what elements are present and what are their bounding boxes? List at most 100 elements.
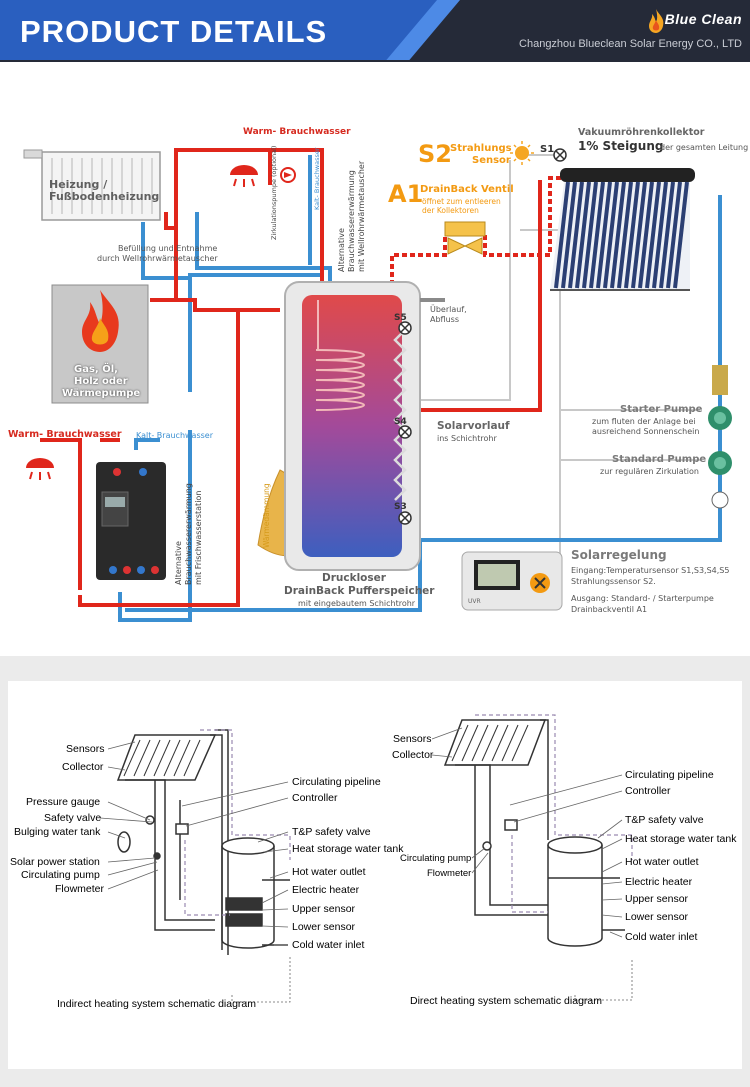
standard-pump-desc: zur regulären Zirkulation xyxy=(600,467,699,476)
fresh-water-station-icon xyxy=(96,462,166,580)
sensor-s5-icon xyxy=(398,321,412,335)
heizung-label-2: Fußbodenheizung xyxy=(49,190,160,203)
s2-label-2: Sensor xyxy=(472,155,511,166)
ind-label-collector: Collector xyxy=(62,761,104,773)
page-title: PRODUCT DETAILS xyxy=(20,14,328,49)
warm-water-top-label: Warm- Brauchwasser xyxy=(243,127,351,137)
drainback-tank-icon xyxy=(284,281,445,571)
dir-label-controller: Controller xyxy=(625,785,671,797)
ind-label-circ-pump: Circulating pump xyxy=(21,869,100,881)
flame-logo-icon xyxy=(649,9,664,33)
ind-label-upper-sensor: Upper sensor xyxy=(292,903,356,915)
ind-label-sensors: Sensors xyxy=(66,743,105,755)
ind-label-cold-inlet: Cold water inlet xyxy=(292,939,365,951)
kalt-top-label: Kalt- Brauchwasser xyxy=(313,147,321,210)
a1-desc-1: öffnet zum entleeren xyxy=(422,197,501,206)
s4-label: S4 xyxy=(394,417,407,427)
boiler-label-1: Gas, Öl, xyxy=(74,364,118,375)
collector-slope-note: der gesamten Leitung xyxy=(660,143,749,152)
drainback-system-diagram xyxy=(23,141,732,622)
s1-label: S1 xyxy=(540,144,555,155)
alt-frisch-label-3: mit Frischwasserstation xyxy=(194,490,203,585)
dir-label-hot-outlet: Hot water outlet xyxy=(625,856,699,868)
befuellung-label-2: durch Wellrohrwärmetauscher xyxy=(97,254,218,263)
solarregelung-title: Solarregelung xyxy=(571,548,667,562)
eingang-line-2: Strahlungssensor S2. xyxy=(571,577,656,586)
solar-controller-icon xyxy=(461,551,563,611)
ind-label-pressure-gauge: Pressure gauge xyxy=(26,796,101,808)
uvr-label: UVR xyxy=(468,598,481,605)
dir-label-lower-sensor: Lower sensor xyxy=(625,911,689,923)
dir-label-circ-pump: Circulating pump xyxy=(400,853,472,864)
sensor-s1-icon xyxy=(553,148,567,162)
collector-title: Vakuumröhrenkollektor xyxy=(578,127,705,138)
tank-title-1: Druckloser xyxy=(322,572,386,584)
indirect-caption: Indirect heating system schematic diagra… xyxy=(57,998,257,1010)
company-name: Changzhou Blueclean Solar Energy CO., LT… xyxy=(519,38,742,50)
tank-subtitle: mit eingebautem Schichtrohr xyxy=(298,599,416,608)
standard-pump-title: Standard Pumpe xyxy=(612,454,707,465)
sensor-s3-icon xyxy=(398,511,412,525)
schematic-drawings xyxy=(99,714,633,1003)
tank-title-2: DrainBack Pufferspeicher xyxy=(284,585,435,597)
a1-title: DrainBack Ventil xyxy=(420,184,514,195)
vacuum-tube-collector-icon xyxy=(550,168,695,291)
ueberlauf-label-2: Abfluss xyxy=(430,315,459,324)
eingang-line-1: Eingang:Temperatursensor S1,S3,S4,S5 xyxy=(571,566,730,575)
dir-label-flowmeter: Flowmeter xyxy=(427,868,472,879)
shower-top-icon xyxy=(230,165,258,187)
ausgang-line-2: Drainbackventil A1 xyxy=(571,605,648,614)
ausgang-line-1: Ausgang: Standard- / Starterpumpe xyxy=(571,594,714,603)
dir-label-circ-pipeline: Circulating pipeline xyxy=(625,769,714,781)
radiation-sensor-icon xyxy=(510,141,534,165)
starter-pump-desc-1: zum fluten der Anlage bei xyxy=(592,417,696,426)
ind-label-bulging-tank: Bulging water tank xyxy=(14,826,101,838)
drainback-valve-icon xyxy=(444,221,486,255)
boiler-label-3: Wärmepumpe xyxy=(62,388,141,399)
starter-pump-desc-2: ausreichend Sonnenschein xyxy=(592,427,700,436)
waermedaemmung-label: Wärmedämmung xyxy=(262,483,271,548)
ind-label-circ-pipeline: Circulating pipeline xyxy=(292,776,381,788)
shower-left-icon xyxy=(26,458,54,480)
schichtrohr-label: ins Schichtrohr xyxy=(437,434,497,443)
dir-label-cold-inlet: Cold water inlet xyxy=(625,931,698,943)
s2-label-1: Strahlungs xyxy=(450,143,512,154)
zirkulation-label: Zirkulationspumpe (optional) xyxy=(270,145,278,240)
dir-label-electric-heater: Electric heater xyxy=(625,876,693,888)
ind-label-safety-valve: Safety valve xyxy=(44,812,102,824)
ind-label-solar-station: Solar power station xyxy=(10,856,100,868)
alt-wellrohr-label-3: mit Wellrohrwärmetauscher xyxy=(357,160,366,272)
title-banner xyxy=(0,0,440,60)
ind-label-heat-tank: Heat storage water tank xyxy=(292,843,404,855)
sensor-s4-icon xyxy=(398,425,412,439)
alt-wellrohr-label-1: Alternative xyxy=(337,228,346,272)
ind-label-controller: Controller xyxy=(292,792,338,804)
ind-label-tp-valve: T&P safety valve xyxy=(292,826,371,838)
radiator-icon xyxy=(23,149,161,221)
alt-frisch-label-1: Alternative xyxy=(174,541,183,585)
boiler-label-2: Holz oder xyxy=(74,376,128,387)
ind-label-lower-sensor: Lower sensor xyxy=(292,921,356,933)
dir-label-upper-sensor: Upper sensor xyxy=(625,893,689,905)
alt-wellrohr-label-2: Brauchwassererwärmung xyxy=(347,170,356,272)
dir-label-collector: Collector xyxy=(392,749,434,761)
direct-caption: Direct heating system schematic diagram xyxy=(410,995,602,1007)
brand-name: Blue Clean xyxy=(664,11,742,27)
ind-label-electric-heater: Electric heater xyxy=(292,884,360,896)
header-bar: PRODUCT DETAILS Blue Clean Changzhou Blu… xyxy=(0,0,750,62)
befuellung-label-1: Befüllung und Entnahme xyxy=(118,244,218,253)
boiler-icon xyxy=(51,284,149,404)
solarvorlauf-label: Solarvorlauf xyxy=(437,420,510,432)
s3-label: S3 xyxy=(394,502,407,512)
s2-code: S2 xyxy=(418,140,452,168)
starter-pump-title: Starter Pumpe xyxy=(620,404,703,415)
dir-label-sensors: Sensors xyxy=(393,733,432,745)
collector-slope: 1% Steigung xyxy=(578,139,664,153)
dir-label-tp-valve: T&P safety valve xyxy=(625,814,704,826)
ind-label-flowmeter: Flowmeter xyxy=(55,883,105,895)
alt-frisch-label-2: Brauchwassererwärmung xyxy=(184,483,193,585)
s5-label: S5 xyxy=(394,313,407,323)
heizung-label-1: Heizung / xyxy=(49,178,108,191)
kalt-left-label: Kalt- Brauchwasser xyxy=(136,431,214,440)
pump-group-icon xyxy=(708,365,732,509)
